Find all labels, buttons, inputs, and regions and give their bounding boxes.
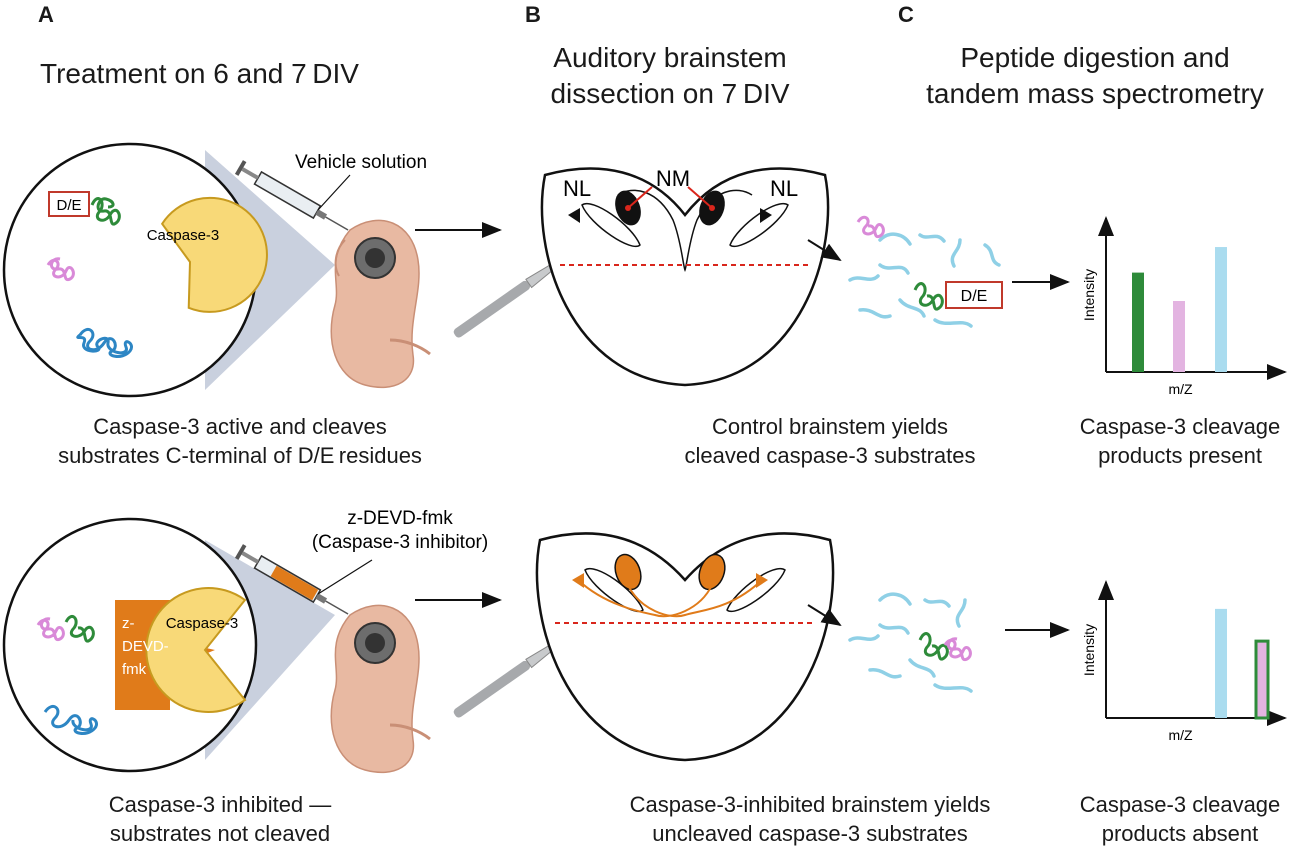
pink-substrate-protein	[46, 257, 75, 282]
panel-b-top-caption: Control brainstem yields cleaved caspase…	[630, 412, 1030, 470]
arrow-b-to-digest-top	[807, 239, 842, 262]
panel-b-bottom-caption: Caspase-3-inhibited brainstem yields unc…	[580, 790, 1040, 848]
caspase-3-enzyme	[160, 196, 268, 313]
bar-light_blue	[1215, 247, 1227, 372]
panel-letter-c: C	[898, 2, 914, 27]
bar-light_blue	[1215, 608, 1227, 718]
panel-c-bottom-caption-line-1: Caspase-3 cleavage	[1079, 792, 1281, 817]
panel-c-top-caption: Caspase-3 cleavage products present	[1060, 412, 1300, 470]
panel-a-top-caption: Caspase-3 active and cleaves substrates …	[0, 412, 480, 470]
panel-c-bottom-caption-line-2: products absent	[1101, 821, 1259, 846]
panel-b-bottom-caption-line-1: Caspase-3-inhibited brainstem yields	[629, 792, 991, 817]
panel-b-top-caption-line-1: Control brainstem yields	[712, 414, 948, 439]
de-peptide-label: D/E	[961, 288, 988, 305]
panel-c-bottom-caption: Caspase-3 cleavage products absent	[1060, 790, 1300, 848]
inhibitor-syringe-label-line-1: z-DEVD-fmk	[347, 508, 453, 529]
panel-c-title: Peptide digestion and tandem mass spectr…	[905, 40, 1285, 112]
de-motif-box	[48, 191, 90, 217]
green-peptide-bottom	[918, 632, 949, 661]
panel-b-title-line-2: dissection on 7 DIV	[550, 78, 790, 109]
panel-a-bottom-caption-line-1: Caspase-3 inhibited —	[108, 792, 332, 817]
panel-c-title-line-1: Peptide digestion and	[960, 42, 1230, 73]
brainstem-top	[540, 167, 830, 387]
panel-c-top-caption-line-1: Caspase-3 cleavage	[1079, 414, 1281, 439]
bar-pink	[1173, 301, 1185, 372]
x-axis-label: m/Z	[1168, 381, 1193, 397]
ms-spectrum-control: Intensity m/Z	[1081, 216, 1287, 397]
panel-b-title: Auditory brainstem dissection on 7 DIV	[500, 40, 840, 112]
pink-peptide-bottom	[943, 637, 972, 662]
panel-a-bottom-caption: Caspase-3 inhibited — substrates not cle…	[60, 790, 380, 848]
inhibitor-label-line-3: fmk	[122, 661, 147, 678]
ms-spectrum-inhibited: Intensity m/Z	[1081, 580, 1287, 743]
panel-a-top-caption-line-2: substrates C-terminal of D/E residues	[58, 443, 422, 468]
inhibitor-label-line-2: DEVD-	[122, 638, 169, 655]
y-axis-label: Intensity	[1081, 624, 1097, 676]
y-axis-label: Intensity	[1081, 269, 1097, 321]
x-axis-label: m/Z	[1168, 727, 1193, 743]
blue-protein-bottom	[43, 705, 98, 735]
vehicle-pointer-line	[317, 174, 351, 211]
bar-green	[1132, 272, 1144, 372]
arrow-b-to-digest-bottom	[807, 604, 842, 627]
panel-b-top-caption-line-2: cleaved caspase-3 substrates	[684, 443, 976, 468]
peptide-fragments-top	[848, 232, 1001, 328]
inhibitor-pointer-line	[317, 559, 373, 595]
syringe-top	[234, 160, 349, 231]
chick-embryo-bottom	[330, 604, 431, 774]
pink-peptide-top	[856, 215, 885, 239]
nl-label-right: NL	[770, 176, 798, 201]
inhibitor-syringe-label-line-2: (Caspase-3 inhibitor)	[312, 532, 488, 553]
syringe-bottom	[234, 544, 349, 615]
caspase-3-enzyme-inhibited	[145, 587, 247, 713]
peptide-fragments-bottom	[848, 592, 973, 693]
panel-a-title: Treatment on 6 and 7 DIV	[40, 58, 359, 89]
scalpel-top	[453, 258, 564, 338]
panel-c-title-line-2: tandem mass spectrometry	[926, 78, 1264, 109]
chick-embryo-top	[330, 219, 431, 389]
panel-a-top-caption-line-1: Caspase-3 active and cleaves	[93, 414, 387, 439]
panel-letter-a: A	[38, 2, 54, 27]
pink-protein-bottom	[36, 617, 65, 642]
caspase-3-label-bottom: Caspase-3	[166, 615, 239, 632]
green-protein-bottom	[64, 615, 95, 643]
blue-substrate-protein	[76, 328, 133, 358]
panel-b-bottom-caption-line-2: uncleaved caspase-3 substrates	[652, 821, 968, 846]
nl-label-left: NL	[563, 176, 591, 201]
nm-label: NM	[656, 166, 690, 191]
de-peptide-box	[945, 281, 1003, 309]
panel-letter-b: B	[525, 2, 541, 27]
green-substrate-protein	[90, 197, 121, 226]
panel-a-bottom-caption-line-2: substrates not cleaved	[109, 821, 331, 846]
scalpel-bottom	[453, 638, 564, 718]
caspase-3-label: Caspase-3	[147, 227, 220, 244]
de-motif-label: D/E	[56, 197, 81, 214]
vehicle-solution-label: Vehicle solution	[295, 152, 427, 173]
panel-b-title-line-1: Auditory brainstem	[553, 42, 787, 73]
brainstem-bottom	[535, 532, 835, 762]
panel-c-top-caption-line-2: products present	[1098, 443, 1262, 468]
inhibitor-label-line-1: z-	[122, 615, 135, 632]
green-peptide-top	[913, 282, 944, 311]
bar-pink-with-green-outline	[1254, 639, 1270, 720]
